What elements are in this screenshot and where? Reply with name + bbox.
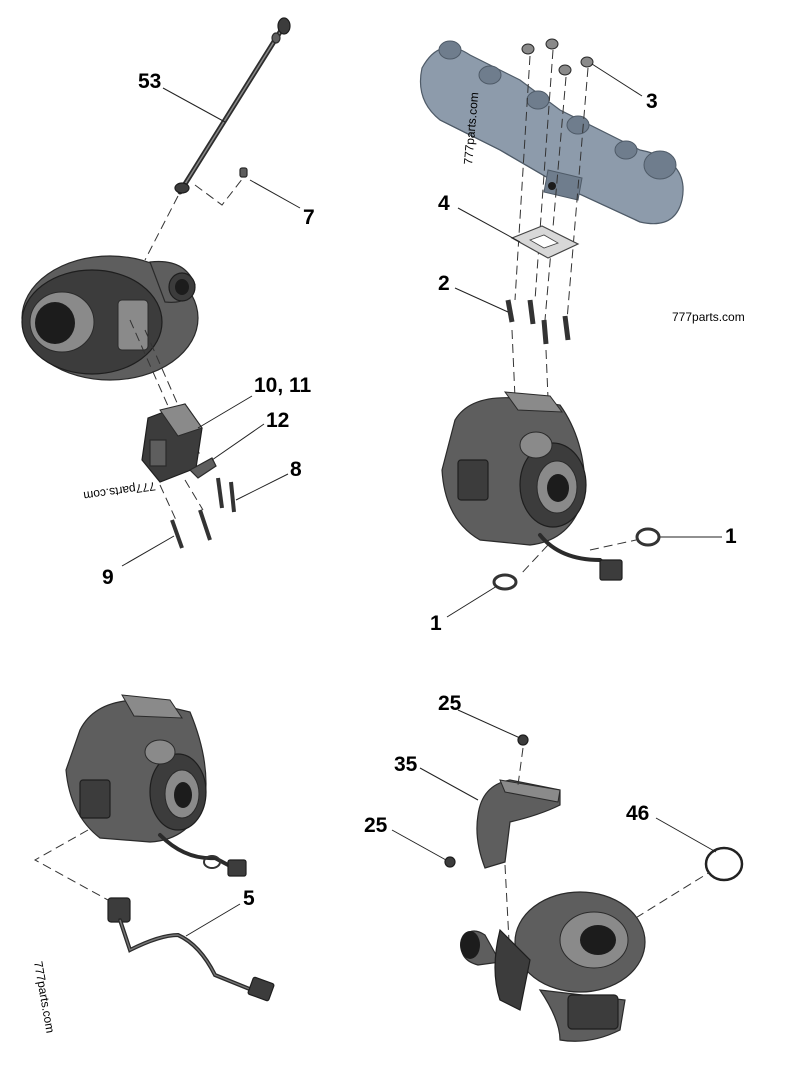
- heat-shield-35: [476, 779, 561, 869]
- turbocharger-bottom-right: [460, 891, 646, 1042]
- callout-35: 35: [394, 753, 418, 776]
- callout-1-right: 1: [725, 525, 737, 548]
- callout-9: 9: [102, 566, 114, 589]
- callout-8: 8: [290, 458, 302, 481]
- watermark-right: 777parts.com: [672, 310, 745, 324]
- clamp-1-right: [635, 527, 661, 547]
- turbocharger-top-right: [441, 391, 623, 581]
- bracket-12: [189, 457, 217, 479]
- oil-feed-tube: [174, 17, 291, 195]
- clamp-1-lower: [492, 573, 518, 591]
- callout-25-top: 25: [438, 692, 462, 715]
- o-ring-46: [704, 846, 744, 882]
- nut-25-top: [517, 734, 529, 746]
- callout-2: 2: [438, 272, 450, 295]
- studs-2: [505, 299, 571, 345]
- watermark-bottom-left: 777parts.com: [31, 960, 57, 1034]
- callout-7: 7: [303, 206, 315, 229]
- bolts-9: [170, 509, 212, 549]
- callout-12: 12: [266, 409, 289, 432]
- nuts-3: [521, 38, 594, 76]
- callout-5: 5: [243, 887, 255, 910]
- callout-3: 3: [646, 90, 658, 113]
- wiring-harness-5: [107, 897, 275, 1002]
- watermark-actuator: 777parts.com: [83, 479, 157, 503]
- turbocharger-bottom-left: [65, 694, 247, 877]
- bolt-7: [239, 167, 248, 178]
- leader-lines: [121, 63, 722, 937]
- callout-53: 53: [138, 70, 161, 93]
- callout-46: 46: [626, 802, 649, 825]
- callout-10-11: 10, 11: [254, 374, 312, 397]
- watermark-manifold: 777parts.com: [461, 92, 481, 166]
- callout-1-lower: 1: [430, 612, 442, 635]
- exhaust-manifold: [419, 40, 684, 225]
- nut-25-left: [444, 856, 456, 868]
- turbocharger-top-left: [21, 255, 199, 381]
- callout-25-left: 25: [364, 814, 388, 837]
- callout-4: 4: [438, 192, 450, 215]
- gasket-4: [510, 225, 580, 259]
- bolts-8: [216, 477, 236, 513]
